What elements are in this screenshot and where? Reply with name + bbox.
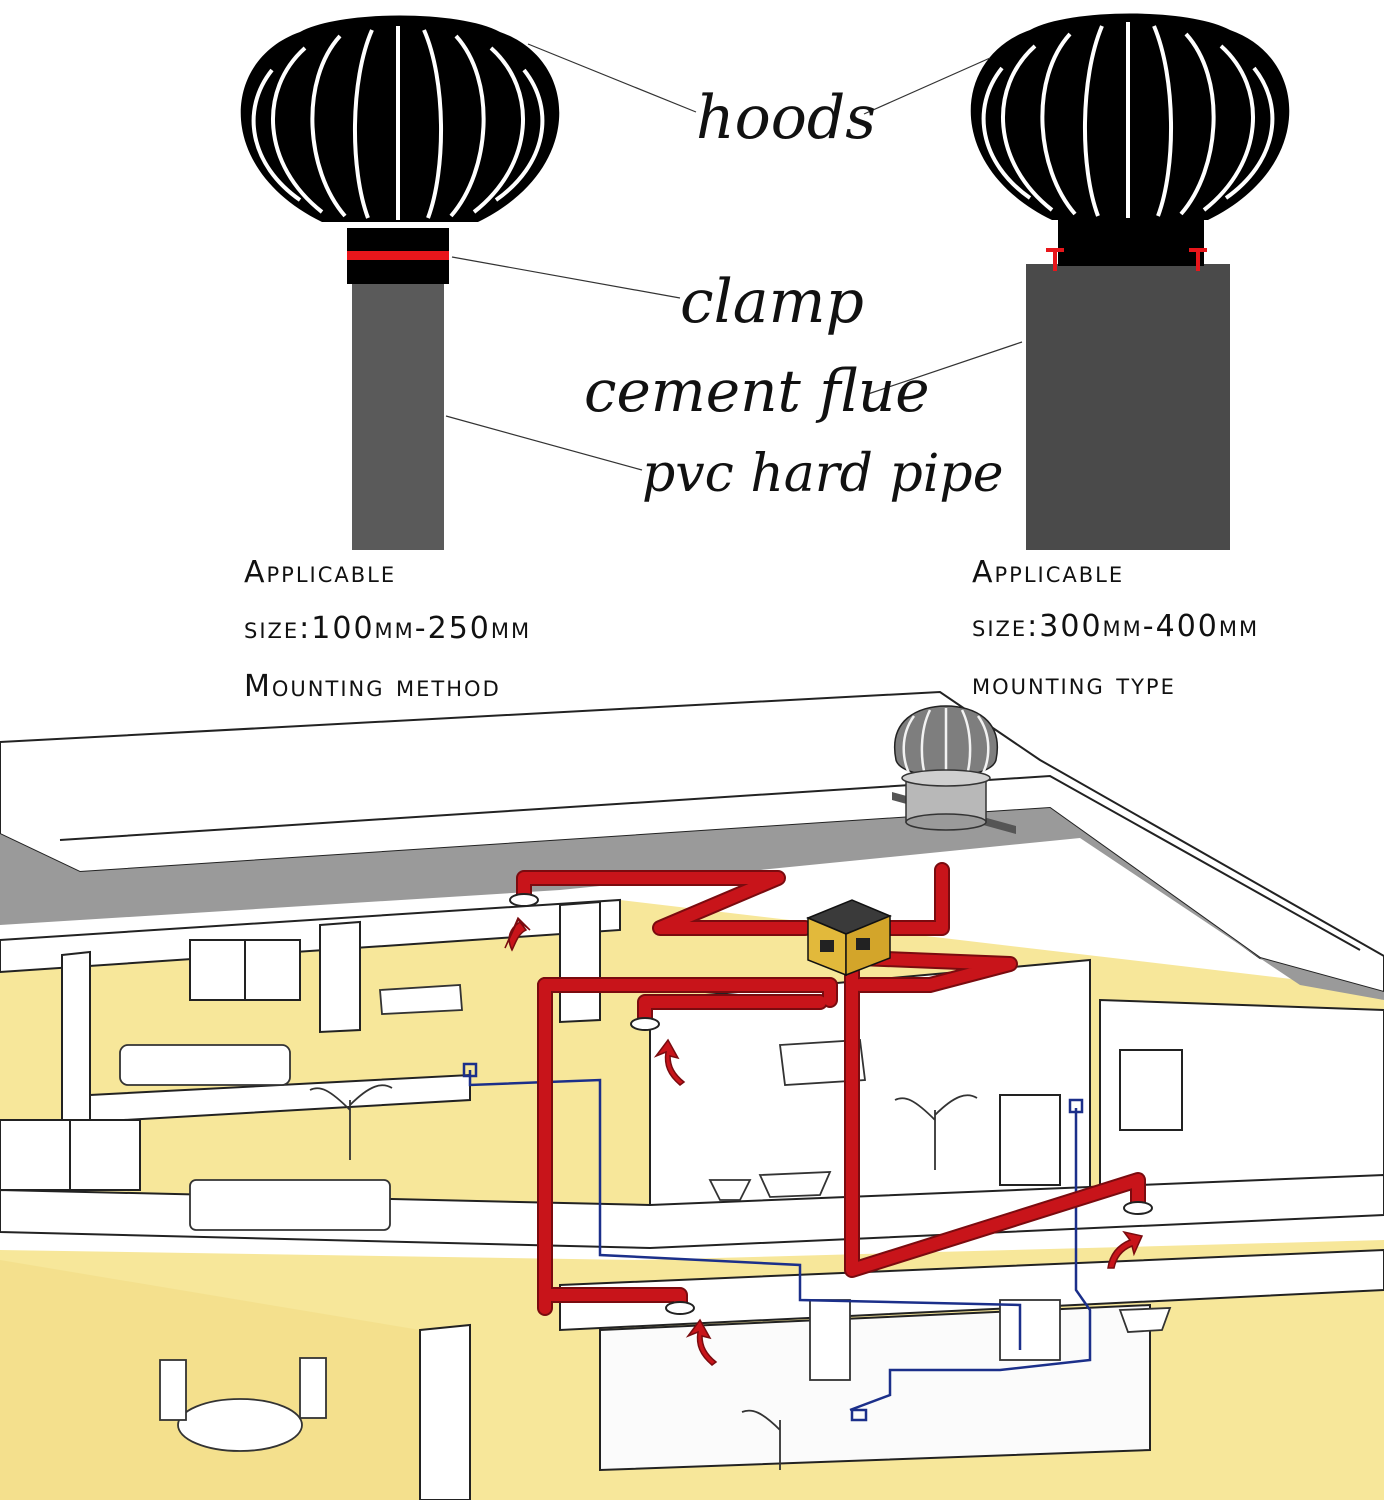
right-spec-line-1: Applicable (972, 555, 1125, 590)
cement-flue (1026, 264, 1230, 550)
dining-table (177, 1398, 303, 1452)
sink-1 (758, 1171, 832, 1198)
left-turbine-assembly (240, 15, 560, 550)
lamp (708, 1179, 752, 1201)
pvc-hard-pipe (352, 282, 444, 550)
cabinet (809, 1299, 851, 1381)
roof-edge (59, 774, 1361, 951)
plant-3 (741, 1409, 781, 1470)
right-spec-line-3: mounting type (972, 667, 1176, 702)
partition-2 (319, 920, 361, 1034)
left-spec-line-2: size:100mm-250mm (244, 611, 532, 646)
right-turbine-assembly (970, 13, 1290, 550)
window-3 (1119, 1049, 1183, 1131)
partition-1 (61, 950, 91, 1134)
wall-upper-left (0, 898, 621, 974)
leader-hoods-right (863, 57, 991, 115)
clamp-band (347, 251, 449, 260)
partition-3 (559, 900, 601, 1024)
left-spec-line-1: Applicable (244, 555, 397, 590)
duct-roof-outlet (876, 864, 948, 934)
airflow-arrows (504, 916, 1144, 1366)
right-turbine-collar (1058, 218, 1204, 266)
chair-1 (159, 1359, 187, 1421)
duct-upper-branch (539, 979, 836, 1006)
ventilation-ducts (516, 862, 1146, 1316)
lower-wall-left (419, 1323, 471, 1501)
label-clamp: clamp (680, 267, 864, 337)
leader-pvc-pipe (445, 415, 643, 471)
chair-2 (299, 1357, 327, 1419)
sink-2 (1118, 1307, 1172, 1333)
leader-cement-flue (867, 341, 1023, 395)
label-pvc-hard-pipe: pvc hard pipe (642, 444, 1004, 504)
ceiling-vents (509, 893, 1153, 1315)
house-cutaway (0, 690, 1384, 1501)
leader-hoods-left (527, 43, 697, 113)
label-cement-flue: cement flue (584, 357, 930, 425)
leader-lines (445, 43, 1023, 471)
leader-clamp (451, 256, 681, 299)
roof-underside (0, 808, 1384, 1000)
window-2 (999, 1094, 1061, 1186)
duct-right-upper (854, 952, 1016, 991)
left-hood (240, 15, 560, 222)
roof-turbine-ventilator (892, 705, 1016, 834)
bathtub (379, 984, 463, 1015)
left-spec-line-3: Mounting method (244, 669, 501, 704)
right-spec-line-2: size:300mm-400mm (972, 609, 1260, 644)
duct-middle-branch (639, 996, 826, 1026)
lower-room-back (599, 1303, 1151, 1472)
lower-left-glow (0, 1260, 420, 1500)
duct-right-lower (846, 966, 1144, 1276)
sofa (119, 1044, 291, 1086)
lower-appliance (999, 1299, 1061, 1361)
right-hood (970, 13, 1290, 220)
plant-2 (894, 1094, 978, 1170)
label-hoods: hoods (696, 83, 877, 153)
plant-1 (309, 1084, 393, 1160)
water-lines (462, 1062, 1092, 1422)
right-bolts (1046, 248, 1207, 271)
armchair (778, 1039, 867, 1086)
bed (189, 1179, 391, 1231)
junction-box (806, 899, 892, 977)
upper-right-wall (1099, 998, 1384, 1192)
duct-upper-zigzag (518, 872, 811, 934)
